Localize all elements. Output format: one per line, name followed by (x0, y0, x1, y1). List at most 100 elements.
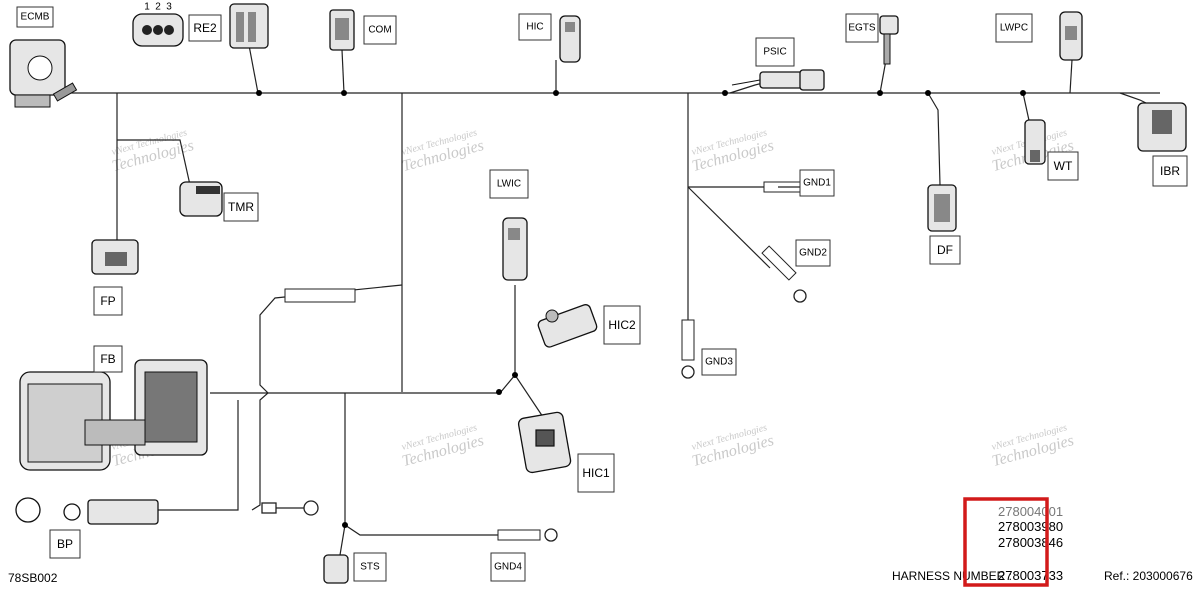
psic-connector[interactable] (731, 69, 825, 91)
psic-lead (731, 79, 761, 86)
gnd2-ring-terminal (793, 289, 807, 303)
fb-bracket (84, 419, 146, 446)
svg-text:RE2: RE2 (193, 21, 217, 35)
label-lwic: LWIC (489, 169, 529, 199)
hic1-latch (535, 429, 555, 447)
junction-dot (496, 389, 502, 395)
svg-text:HIC2: HIC2 (608, 318, 636, 332)
watermark: vNext Technologies Technologies (400, 422, 485, 470)
bp-connector[interactable] (15, 497, 159, 525)
svg-text:COM: COM (368, 25, 391, 36)
label-com: COM (363, 15, 397, 45)
junction-dot (1020, 90, 1026, 96)
hic2-cap (545, 309, 559, 323)
sts-branch-wire (339, 524, 346, 556)
hic-connector[interactable] (559, 15, 581, 63)
label-tmr: TMR (223, 192, 259, 222)
bp-boot (87, 499, 159, 525)
fp-face (105, 252, 127, 266)
fp-connector[interactable] (91, 239, 139, 275)
re2-pin-2: 2 (155, 2, 161, 13)
reference-number: Ref.: 203000676 (1104, 569, 1193, 583)
hic2-connector[interactable] (537, 303, 598, 348)
junction-dot (553, 90, 559, 96)
gnd4-ring-terminal (544, 528, 558, 542)
junction-dot (341, 90, 347, 96)
lwic-latch (508, 228, 520, 240)
lwic-housing (502, 217, 528, 281)
re2-pin (164, 25, 174, 35)
svg-text:GND2: GND2 (799, 248, 827, 259)
sts-gnd4-wire (344, 393, 500, 536)
watermark: vNext Technologies Technologies (990, 422, 1075, 470)
hic-latch (565, 22, 575, 32)
svg-text:WT: WT (1054, 159, 1073, 173)
com-connector[interactable] (329, 9, 355, 51)
wt-probe (1030, 150, 1040, 162)
label-psic: PSIC (755, 37, 795, 67)
label-gnd1: GND1 (799, 169, 835, 197)
lwic-connector[interactable] (502, 217, 528, 281)
df-connector[interactable] (927, 184, 957, 232)
junction-dot (877, 90, 883, 96)
gnd3-ring-terminal (681, 365, 695, 379)
re2-pin-3: 3 (166, 2, 172, 13)
gnd4-tube (497, 529, 541, 541)
hic2-housing (537, 304, 598, 348)
df-face (934, 194, 950, 222)
lower-trunk-wire (210, 345, 516, 394)
svg-text:LWIC: LWIC (497, 179, 521, 190)
fb-fuses (144, 371, 198, 443)
re2-pin-1: 1 (144, 2, 150, 13)
junction-dot (256, 90, 262, 96)
harness-number: 278004001 (998, 504, 1063, 519)
gnd2-tube (761, 245, 797, 281)
harness-number-block: 278004001 278003980 278003846 HARNESS NU… (892, 497, 1063, 587)
hic1-connector[interactable] (517, 411, 572, 474)
label-hic: HIC (518, 13, 552, 41)
egts-head (879, 15, 899, 35)
svg-text:GND4: GND4 (494, 562, 522, 573)
junction-dot (925, 90, 931, 96)
tmr-pins (196, 186, 220, 194)
svg-text:STS: STS (360, 562, 380, 573)
svg-text:IBR: IBR (1160, 164, 1180, 178)
sts-connector[interactable] (323, 554, 349, 584)
lwpc-connector[interactable] (1059, 11, 1083, 61)
svg-text:PSIC: PSIC (763, 47, 786, 58)
fb-connector[interactable] (19, 359, 208, 471)
wires (39, 39, 1160, 556)
hic1-branch-wire (514, 374, 546, 421)
egts-connector[interactable] (879, 15, 899, 65)
fb-crimp (261, 502, 277, 514)
ibr-connector[interactable] (1137, 102, 1187, 152)
svg-text:BP: BP (57, 537, 73, 551)
svg-text:EGTS: EGTS (848, 23, 876, 34)
sts-housing (323, 554, 349, 584)
harness-number: 278003846 (998, 535, 1063, 550)
label-fp: FP (93, 286, 123, 316)
re2-connector[interactable]: 1 2 3 (132, 2, 269, 49)
junction-dot (342, 522, 348, 528)
label-ecmb: ECMB (16, 6, 54, 28)
com-face (335, 18, 349, 40)
watermark: vNext Technologies Technologies (690, 422, 775, 470)
com-branch-wire (341, 49, 345, 94)
wt-connector[interactable] (1024, 119, 1046, 165)
df-branch-wire (927, 92, 941, 186)
connectors: 1 2 3 (9, 2, 1187, 584)
label-sts: STS (353, 552, 387, 582)
bp-ring-2 (63, 503, 81, 521)
label-hic2: HIC2 (603, 305, 641, 345)
re2-pin (142, 25, 152, 35)
svg-text:FB: FB (100, 352, 115, 366)
tmr-connector[interactable] (179, 181, 223, 217)
label-ibr: IBR (1152, 155, 1188, 187)
label-re2: RE2 (188, 14, 222, 42)
ecmb-connector[interactable] (9, 39, 78, 108)
highlight-box (963, 497, 1049, 587)
bp-ring (15, 497, 41, 523)
label-bp: BP (49, 529, 81, 559)
harness-number: 278003980 (998, 519, 1063, 534)
